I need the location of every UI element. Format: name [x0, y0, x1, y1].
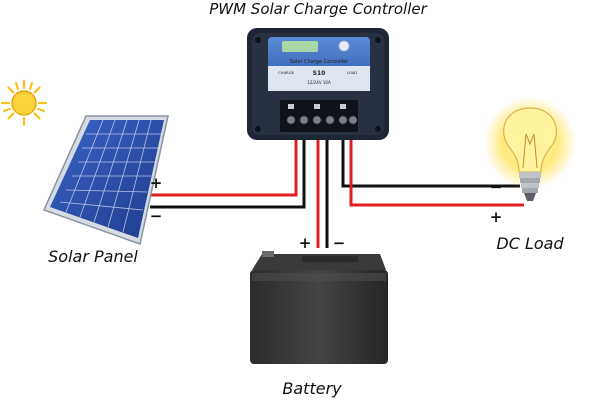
load-minus-sign: −: [490, 178, 503, 196]
solar-panel-label: Solar Panel: [48, 247, 138, 266]
load-negative-wire: [341, 138, 520, 188]
battery-minus-sign: −: [333, 234, 346, 252]
battery-icon: [250, 251, 388, 364]
solar-negative-wire: [150, 138, 306, 209]
solar-panel-icon: [42, 115, 169, 245]
controller-model: S10: [313, 70, 326, 77]
controller-load-caption: LOAD: [347, 70, 357, 75]
battery-plus-sign: +: [299, 234, 312, 252]
charge-controller-icon: Solar Charge Controller S10 CHARGE LOAD …: [247, 28, 389, 140]
sun-icon: [0, 79, 48, 127]
light-bulb-icon: [484, 97, 576, 201]
battery-wires: [316, 138, 329, 248]
solar-positive-wire: [150, 138, 298, 197]
diagram-title: PWM Solar Charge Controller: [209, 0, 427, 18]
controller-charge-caption: CHARGE: [278, 70, 295, 75]
load-wires: [341, 138, 524, 207]
load-positive-wire: [349, 138, 524, 207]
controller-brand-text: Solar Charge Controller: [290, 59, 349, 65]
battery-label: Battery: [282, 379, 342, 398]
solar-minus-sign: −: [150, 207, 163, 225]
solar-plus-sign: +: [150, 174, 163, 192]
load-plus-sign: +: [490, 208, 503, 226]
dc-load-label: DC Load: [496, 234, 564, 253]
controller-spec: 12/24V 10A: [307, 80, 331, 85]
solar-wires: [150, 138, 306, 209]
